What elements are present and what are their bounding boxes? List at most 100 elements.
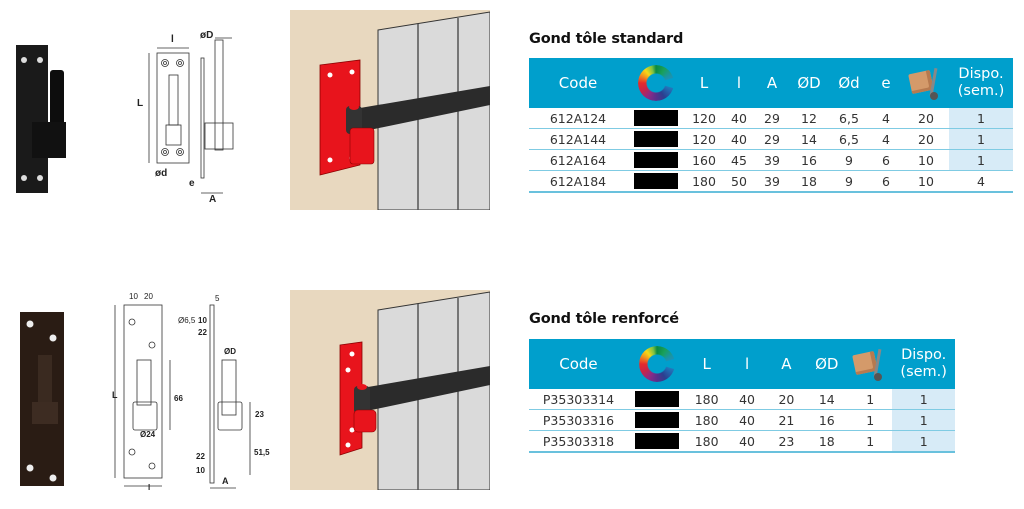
dim-label-hole: Ø6,5 <box>178 316 196 325</box>
col-header-od: ØD <box>789 58 829 108</box>
dim-label-od: øD <box>200 30 214 41</box>
col-header-color <box>627 339 687 389</box>
table-row: 612A144 120 40 29 14 6,5 4 20 1 <box>529 128 1013 150</box>
col-header-stock <box>903 58 949 108</box>
dim-label-od: ØD <box>224 347 236 356</box>
dim-label-5: 5 <box>215 294 220 303</box>
cell-A: 23 <box>767 430 806 453</box>
hand-truck-icon <box>906 64 946 102</box>
cell-color <box>627 128 685 150</box>
table-row: 612A184 180 50 39 18 9 6 10 4 <box>529 170 1013 193</box>
installation-illustration-reinforced <box>290 290 491 491</box>
cell-color <box>627 108 685 129</box>
col-header-e: e <box>869 58 903 108</box>
cell-od-small: 6,5 <box>829 108 869 129</box>
technical-drawing-reinforced: 10 20 Ø6,5 L 66 Ø24 l 5 10 22 ØD 23 51,5… <box>110 290 270 495</box>
cell-A: 20 <box>767 389 806 410</box>
cell-L: 160 <box>685 149 723 171</box>
spec-table-standard: Code L l A ØD Ød e Dispo.(sem.) 612A124 … <box>529 58 1013 193</box>
color-swatch <box>635 391 680 408</box>
dim-label-22-top: 22 <box>198 328 207 337</box>
cell-e: 4 <box>869 128 903 150</box>
color-swatch <box>635 412 680 429</box>
spec-table-reinforced: Code L l A ØD Dispo.(sem.) P35303314 180… <box>529 339 955 453</box>
cell-dispo: 1 <box>949 149 1013 171</box>
dim-label-20: 20 <box>144 292 153 301</box>
cell-od-small: 6,5 <box>829 128 869 150</box>
cell-color <box>627 430 687 453</box>
dim-label-66: 66 <box>174 394 183 403</box>
cell-l: 40 <box>723 108 755 129</box>
cell-dispo: 1 <box>892 430 955 453</box>
dim-label-23: 23 <box>255 410 264 419</box>
col-header-od-small: Ød <box>829 58 869 108</box>
cell-od: 16 <box>789 149 829 171</box>
section-title-standard: Gond tôle standard <box>529 31 684 47</box>
dim-label-22-bottom: 22 <box>196 452 205 461</box>
technical-drawing-standard: l øD L ød e A <box>135 30 245 210</box>
cell-L: 180 <box>686 430 727 453</box>
cell-stock: 1 <box>847 409 893 431</box>
table-row: P35303316 180 40 21 16 1 1 <box>529 409 955 431</box>
col-header-code: Code <box>529 58 627 108</box>
dim-label-10-top: 10 <box>198 316 207 325</box>
cell-dispo: 4 <box>949 170 1013 193</box>
cell-code: P35303318 <box>529 430 628 453</box>
col-header-dispo: Dispo.(sem.) <box>949 58 1013 108</box>
col-header-L: L <box>685 58 723 108</box>
color-swatch <box>634 152 678 169</box>
cell-A: 29 <box>755 108 789 129</box>
color-swatch <box>634 110 678 127</box>
cell-od: 18 <box>789 170 829 193</box>
cell-code: P35303316 <box>529 409 628 431</box>
cell-dispo: 1 <box>949 128 1013 150</box>
col-header-A: A <box>767 339 806 389</box>
cell-od: 12 <box>789 108 829 129</box>
cell-L: 180 <box>686 409 727 431</box>
col-header-L: L <box>686 339 727 389</box>
table-row: 612A124 120 40 29 12 6,5 4 20 1 <box>529 108 1013 129</box>
dim-label-L: L <box>112 390 118 400</box>
col-header-stock <box>847 339 893 389</box>
dim-label-51-5: 51,5 <box>254 448 270 457</box>
dim-label-10: 10 <box>129 292 138 301</box>
col-header-A: A <box>755 58 789 108</box>
table-row: 612A164 160 45 39 16 9 6 10 1 <box>529 149 1013 171</box>
color-swatch <box>634 131 678 148</box>
cell-A: 29 <box>755 128 789 150</box>
dim-label-A: A <box>209 194 217 205</box>
cell-od-small: 9 <box>829 149 869 171</box>
cell-stock: 20 <box>903 108 949 129</box>
hand-truck-icon <box>850 345 890 383</box>
cell-L: 180 <box>686 389 727 410</box>
col-header-code: Code <box>529 339 628 389</box>
cell-code: 612A184 <box>529 170 627 193</box>
dim-label-l: l <box>148 483 151 492</box>
table-row: P35303314 180 40 20 14 1 1 <box>529 389 955 410</box>
cell-color <box>627 389 687 410</box>
cell-stock: 10 <box>903 149 949 171</box>
cell-A: 39 <box>755 170 789 193</box>
cell-l: 45 <box>723 149 755 171</box>
cell-color <box>627 170 685 193</box>
cell-code: P35303314 <box>529 389 628 410</box>
cell-A: 21 <box>767 409 806 431</box>
cell-l: 40 <box>726 430 768 453</box>
cell-color <box>627 149 685 171</box>
dim-label-l: l <box>171 34 174 45</box>
table-header-row: Code L l A ØD Dispo.(sem.) <box>529 339 955 389</box>
cell-l: 50 <box>723 170 755 193</box>
cell-code: 612A144 <box>529 128 627 150</box>
cell-dispo: 1 <box>892 389 955 410</box>
cell-L: 180 <box>685 170 723 193</box>
cell-stock: 1 <box>847 389 893 410</box>
col-header-dispo: Dispo.(sem.) <box>892 339 955 389</box>
dim-label-L: L <box>137 98 144 109</box>
col-header-l: l <box>726 339 768 389</box>
cell-stock: 10 <box>903 170 949 193</box>
cell-od: 14 <box>789 128 829 150</box>
cell-e: 4 <box>869 108 903 129</box>
col-header-l: l <box>723 58 755 108</box>
cell-od: 16 <box>805 409 848 431</box>
dim-label-od-small: ød <box>155 168 168 179</box>
